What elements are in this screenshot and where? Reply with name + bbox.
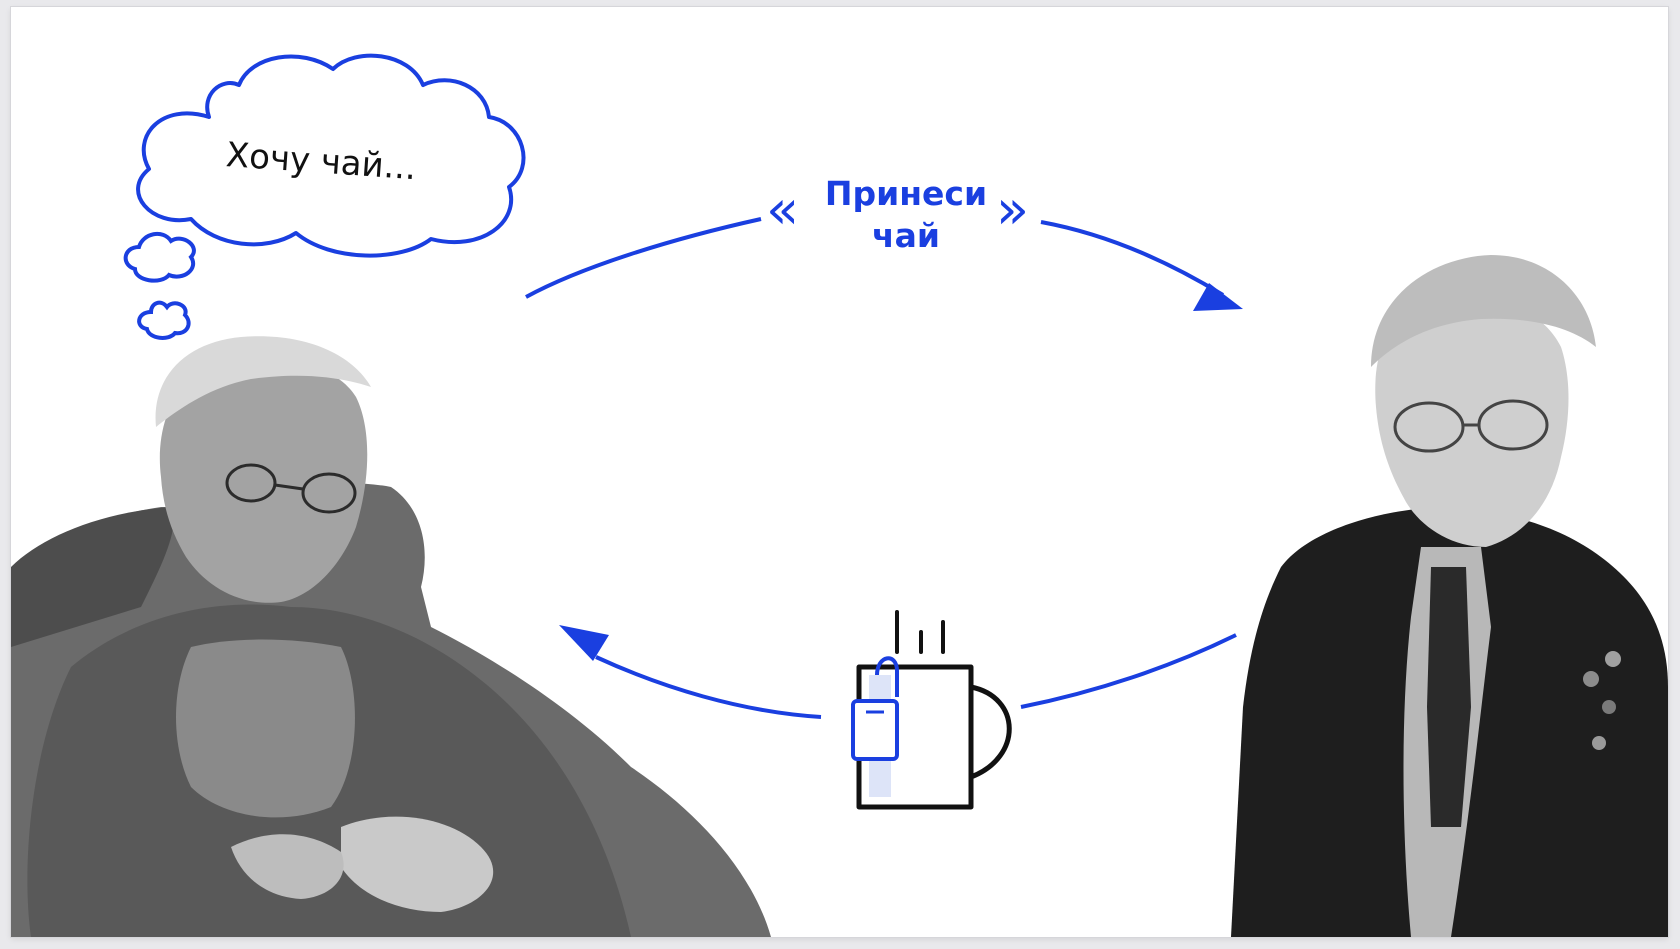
request-line-2: чай xyxy=(871,216,941,255)
seated-person-photo xyxy=(11,336,771,937)
small-cloud-2 xyxy=(137,300,191,340)
open-quote: « xyxy=(766,178,800,241)
arrow-left xyxy=(559,625,1237,719)
thought-cloud xyxy=(136,53,526,258)
arrow-right xyxy=(525,217,1243,311)
close-quote: » xyxy=(996,178,1030,241)
scene-graphics xyxy=(11,53,1668,937)
small-cloud-1 xyxy=(123,231,196,283)
request-text: Принеси чай xyxy=(811,173,1001,257)
request-line-1: Принеси xyxy=(824,174,988,213)
slide: Хочу чай... « Принеси чай » xyxy=(11,7,1668,937)
tea-mug-icon xyxy=(851,610,1012,810)
standing-person-photo xyxy=(1231,255,1668,937)
